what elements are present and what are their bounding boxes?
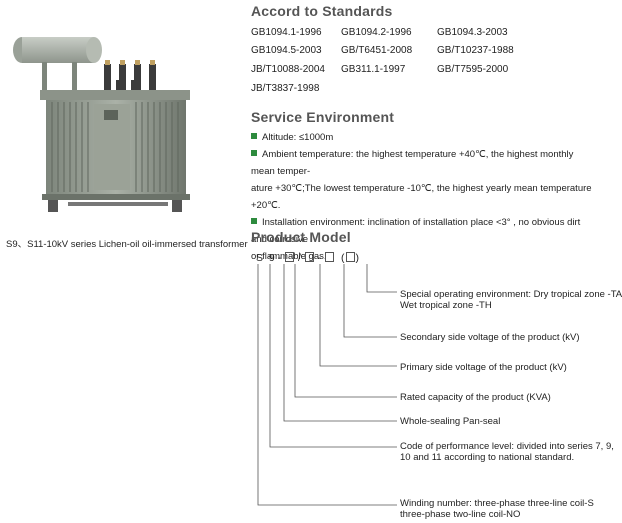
transformer-image — [13, 37, 190, 212]
environment-heading: Service Environment — [251, 109, 395, 125]
standard-item: GB1094.2-1996 — [341, 27, 412, 38]
standard-item: JB/T3837-1998 — [251, 83, 320, 94]
desc-secondary-voltage: Secondary side voltage of the product (k… — [400, 332, 580, 343]
secondary-box — [325, 252, 335, 263]
product-caption: S9、S11-10kV series Lichen-oil oil-immers… — [6, 239, 248, 250]
code-dash: - — [317, 252, 322, 264]
desc-performance-level: Code of performance level: divided into … — [400, 441, 614, 463]
standard-item: GB/T7595-2000 — [437, 64, 509, 75]
desc-primary-voltage: Primary side voltage of the product (kV) — [400, 362, 567, 373]
install-item: Installation environment: inclination of… — [251, 217, 581, 245]
code-series: S — [256, 252, 264, 264]
standards-heading: Accord to Standards — [251, 3, 393, 19]
ambient-item-cont: ature +30℃;The lowest temperature -10℃, … — [251, 183, 592, 211]
ambient-item: Ambient temperature: the highest tempera… — [251, 149, 574, 177]
model-heading: Product Model — [251, 229, 351, 245]
paren-open: ( — [341, 252, 345, 264]
install-item-cont: or flammable gas. — [251, 251, 327, 262]
model-callout-lines — [257, 264, 397, 506]
standard-item: GB/T10237-1988 — [437, 45, 514, 56]
environment-list: Altitude: ≤1000m Ambient temperature: th… — [251, 129, 596, 265]
standard-item: GB/T6451-2008 — [341, 45, 413, 56]
model-code: S 9 - / - () — [256, 252, 359, 264]
desc-rated-capacity: Rated capacity of the product (KVA) — [400, 392, 551, 403]
bullet-icon — [251, 218, 257, 225]
environment-box — [345, 252, 355, 263]
code-dash: - — [277, 252, 282, 264]
standard-item: GB1094.5-2003 — [251, 45, 322, 56]
standard-item: GB1094.3-2003 — [437, 27, 508, 38]
capacity-box — [285, 252, 295, 263]
bullet-icon — [251, 133, 257, 140]
altitude-item: Altitude: ≤1000m — [251, 129, 596, 146]
code-performance: 9 — [268, 252, 275, 264]
standard-item: GB311.1-1997 — [341, 64, 406, 75]
standard-item: GB1094.1-1996 — [251, 27, 322, 38]
code-slash: / — [297, 252, 301, 264]
bullet-icon — [251, 150, 257, 157]
desc-sealing: Whole-sealing Pan-seal — [400, 416, 501, 427]
paren-close: ) — [355, 252, 360, 264]
desc-special-environment: Special operating environment: Dry tropi… — [400, 289, 622, 311]
standard-item: JB/T10088-2004 — [251, 64, 325, 75]
desc-winding-number: Winding number: three-phase three-line c… — [400, 498, 594, 520]
primary-box — [304, 252, 314, 263]
